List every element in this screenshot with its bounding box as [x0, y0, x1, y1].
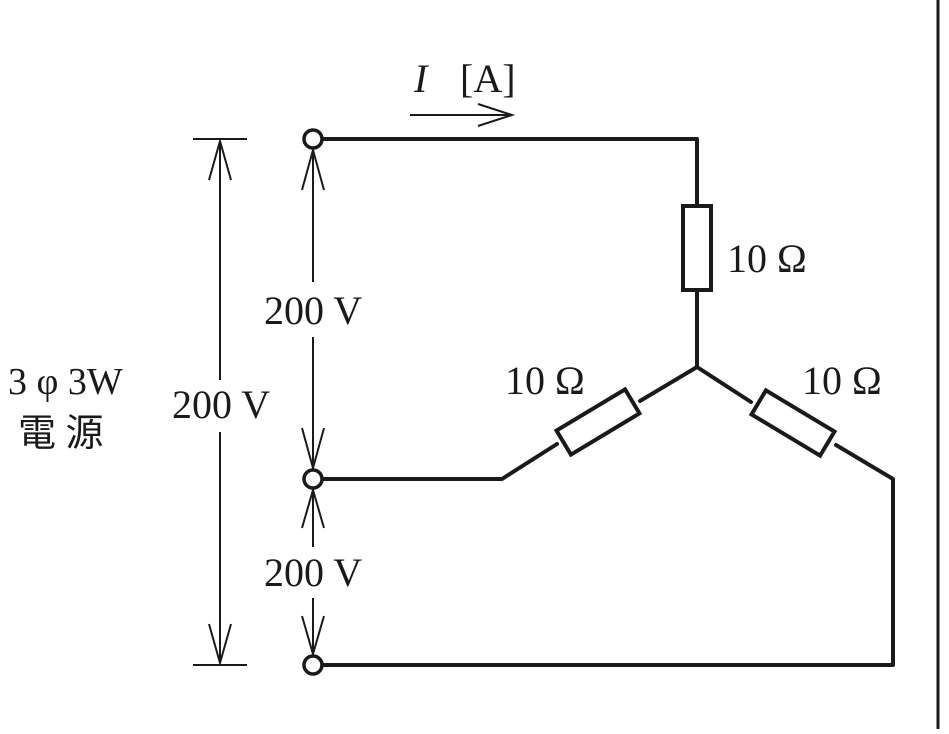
lower-volt-arrowhead-up — [301, 486, 325, 529]
source-name-label: 電 源 — [18, 413, 104, 455]
upper-volt-arrowhead-down — [301, 427, 325, 472]
dim-arrowhead-up — [208, 137, 232, 181]
resistor-top — [681, 204, 713, 292]
voltage-upper-pair-label: 200 V — [264, 288, 362, 333]
resistor-top-label: 10 Ω — [727, 236, 807, 281]
resistor-left-label: 10 Ω — [505, 358, 585, 403]
wire-top — [320, 137, 699, 208]
terminal-2 — [302, 468, 324, 490]
wire-node-to-right — [695, 365, 753, 404]
voltage-lower-pair-label: 200 V — [264, 550, 362, 595]
resistor-right — [748, 387, 838, 459]
source-type-label: 3 φ 3W — [8, 361, 123, 403]
resistor-left — [553, 386, 643, 458]
terminal-3 — [302, 654, 324, 676]
current-arrow-head — [477, 103, 516, 127]
wire-bottom — [320, 443, 895, 667]
dim-arrowhead-down — [208, 623, 232, 667]
current-unit: [A] — [460, 56, 516, 101]
wire-middle — [320, 442, 559, 481]
wire-left-to-node — [638, 365, 699, 403]
current-symbol: I — [413, 56, 429, 101]
upper-volt-arrowhead-up — [301, 146, 325, 191]
voltage-total-label: 200 V — [172, 382, 270, 427]
terminal-1 — [302, 128, 324, 150]
resistor-right-label: 10 Ω — [802, 358, 882, 403]
lower-volt-arrowhead-down — [301, 615, 325, 658]
